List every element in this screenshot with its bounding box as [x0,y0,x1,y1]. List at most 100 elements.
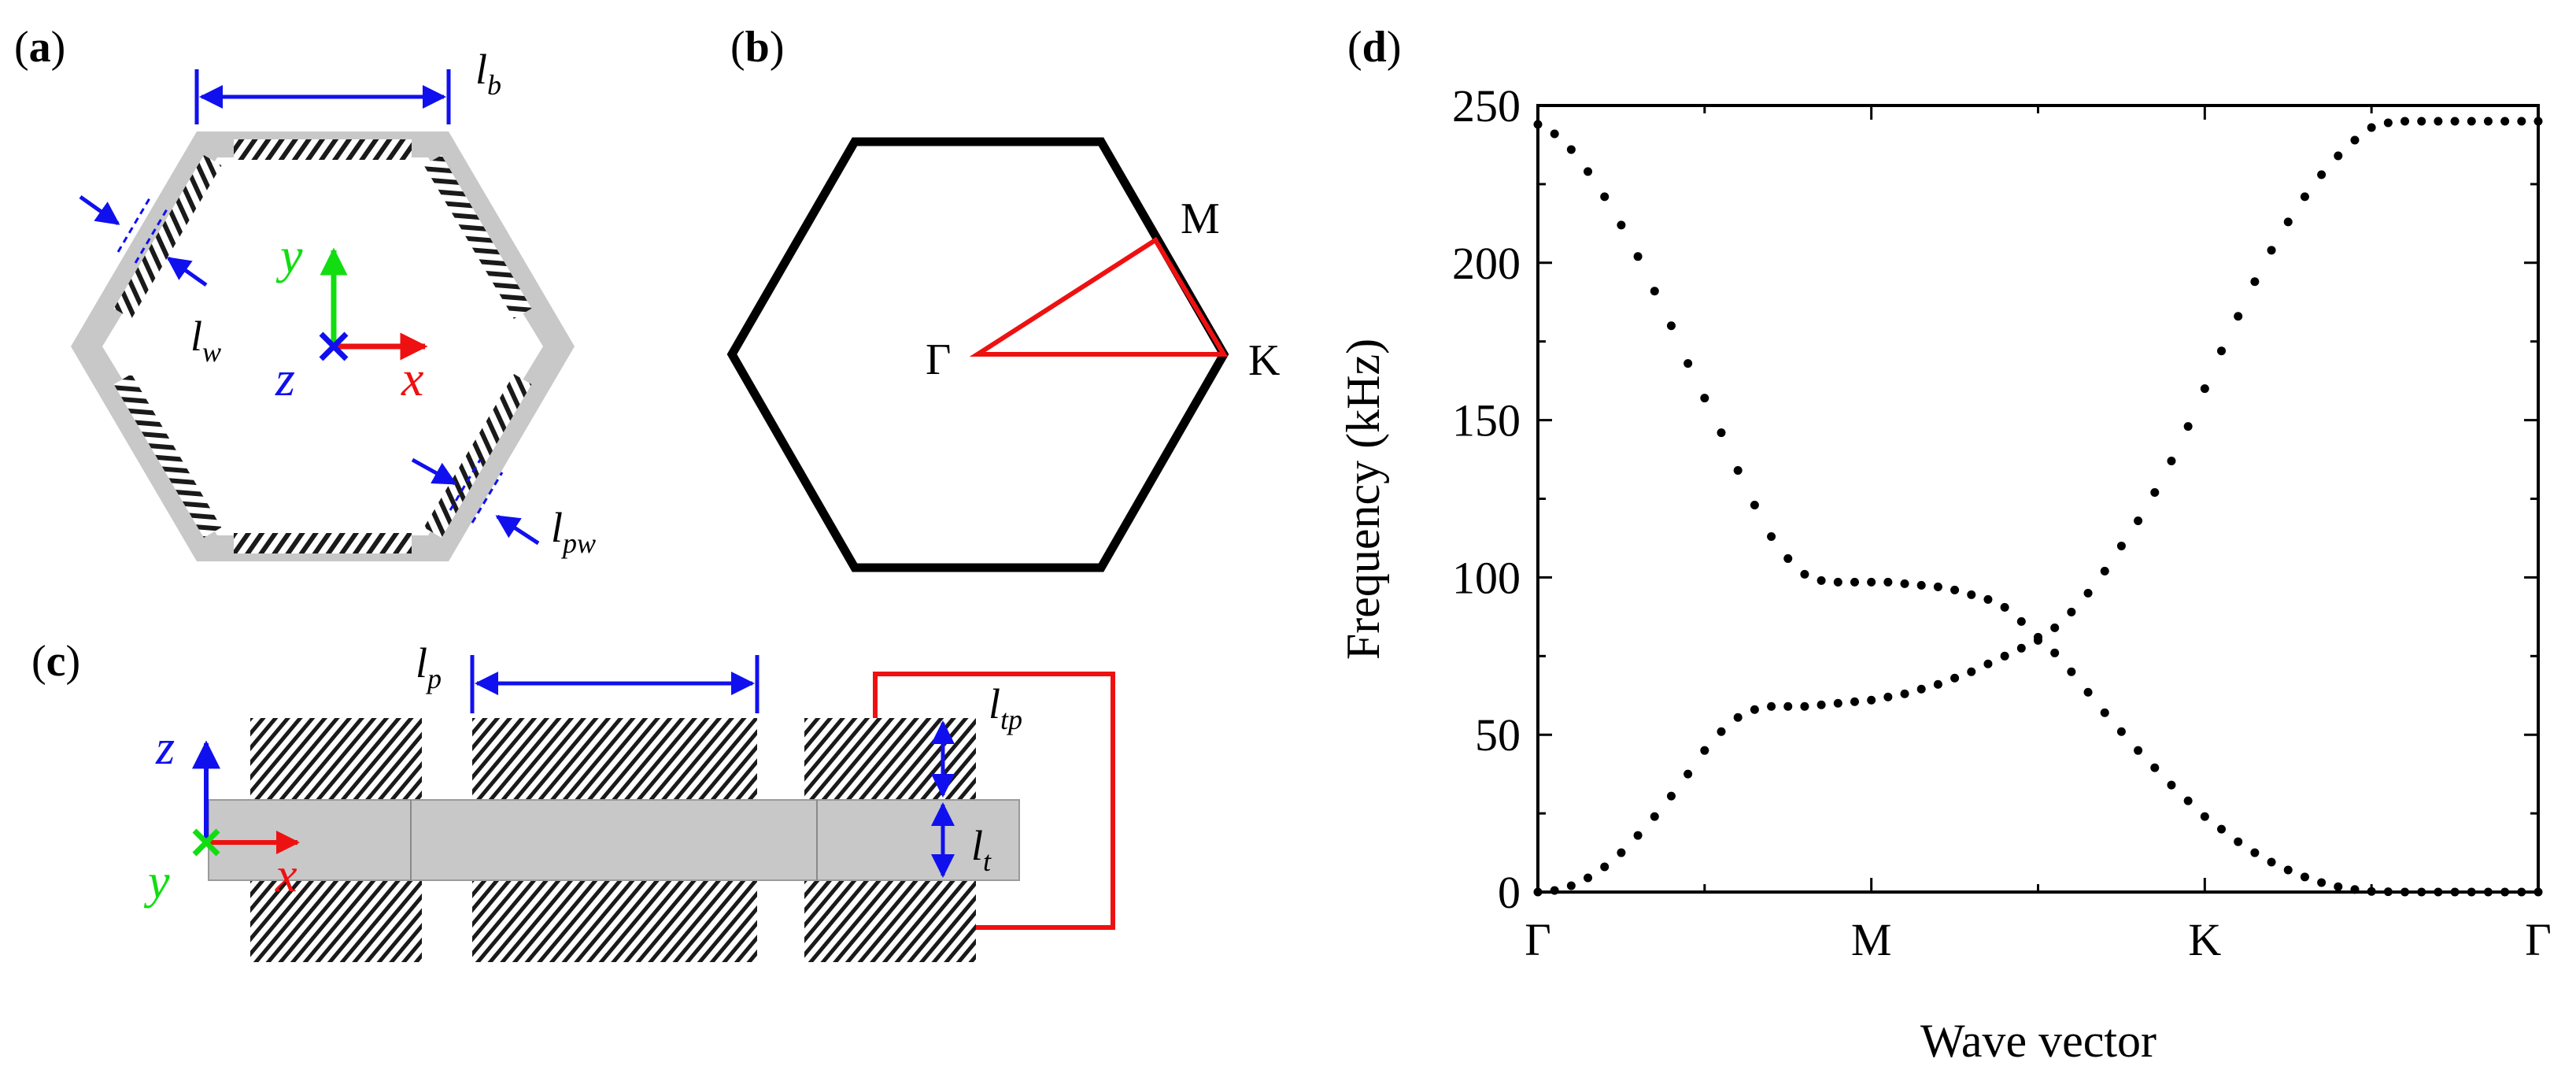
lpw-label: lpw [551,504,596,559]
branch-1-point [2134,516,2143,525]
chart-ylabel: Frequency (kHz) [1337,339,1389,660]
branch-2-point [2517,887,2526,897]
branch-1-point [2383,118,2393,128]
beam [208,799,1020,881]
branch-2-point [1983,594,1993,604]
branch-1-point [2050,623,2060,632]
branch-2-point [2200,812,2209,821]
branch-2-point [2067,667,2076,676]
branch-2-point [1967,590,1976,599]
branch-2-point [2150,763,2160,772]
branch-2-point [2417,887,2426,897]
branch-2-point [1717,428,1726,438]
branch-2-point [1916,580,1926,590]
branch-2-point [2050,648,2060,657]
branch-1-point [1967,667,1976,676]
branch-2-point [1817,576,1826,585]
point-m-label: M [1181,194,1220,243]
branch-2-point [1900,579,1909,588]
lw-arrow-right [166,256,208,287]
branch-1-point [1867,695,1876,705]
c-axis-y-label: y [143,855,170,909]
branch-2-point [2283,865,2293,875]
lb-label: lb [475,46,501,101]
branch-2-point [1550,129,1559,139]
piezo-patch-top [234,139,412,160]
branch-1-point [1983,659,1993,668]
lt-label: lt [971,822,992,877]
lpw-dash-2 [471,472,504,524]
branch-1-point [1617,848,1626,857]
branch-2-point [1800,569,1809,579]
x-tick-label: M [1851,914,1892,965]
branch-1-point [1733,713,1743,722]
lpw-arrow-left [411,457,457,486]
branch-2-point [2134,746,2143,755]
branch-1-point [1817,700,1826,709]
branch-1-point [1600,862,1610,872]
piezo-patch-lower-left [113,373,222,539]
branch-2-point [1584,167,1593,176]
lw-label: lw [190,313,221,368]
branch-2-point [1666,321,1676,331]
lpw-dash-1 [449,459,482,511]
branch-2-point [1767,531,1776,541]
panel-b: (b) Γ M K [726,23,1280,572]
branch-2-point [2367,887,2376,896]
branch-2-point [1783,553,1793,563]
branch-1-point [1933,679,1942,689]
branch-2-point [2450,887,2460,897]
branch-2-point [2300,872,2309,882]
branch-2-point [2483,887,2493,897]
y-tick-label: 200 [1452,238,1521,289]
branch-2-point [2234,837,2243,846]
branch-1-point [2100,566,2109,576]
branch-1-point [2150,488,2160,498]
branch-2-point [1617,220,1626,230]
a-axis-y-label: y [275,228,303,283]
y-tick-label: 0 [1498,867,1521,918]
branch-1-point [2200,384,2209,394]
lpw-arrow-right [495,514,540,546]
branch-1-point [1717,727,1726,736]
branch-2-point [2083,687,2093,697]
branch-2-point [1733,466,1743,476]
branch-2-point [2383,887,2393,897]
branch-2-point [2434,887,2443,897]
branch-1-point [2016,643,2026,653]
hexagon-frame [71,131,575,561]
branch-1-point [2067,607,2076,616]
branch-1-point [2517,117,2526,126]
lw-arrow-left [79,194,120,226]
branch-2-point [1700,394,1709,403]
branch-1-point [1550,886,1559,895]
panel-b-label: (b) [730,23,784,72]
branch-2-point [1533,120,1543,129]
ltp-label: ltp [989,680,1022,735]
branch-2-point [2167,780,2176,790]
y-tick-label: 100 [1452,552,1521,603]
branch-2-point [2350,885,2360,894]
branch-2-point [2334,882,2343,891]
branch-2-point [1883,577,1893,587]
branch-1-point [2483,117,2493,126]
shunt-circuit-wire [873,672,1115,930]
c-axis-y-cross [192,828,220,857]
branch-2-point [2267,857,2276,867]
branch-1-point [1566,881,1576,890]
branch-2-point [1950,585,1960,594]
branch-1-point [2217,346,2227,356]
branch-1-point [1833,698,1842,708]
branch-1-point [1800,702,1809,711]
branch-2-point [2116,727,2126,736]
branch-1-point [2183,422,2193,431]
branch-1-point [1533,887,1543,897]
a-axis-z-label: z [275,350,295,406]
branch-1-point [2450,117,2460,126]
branch-1-point [2334,151,2343,161]
a-axis-x-label: x [401,350,423,406]
branch-1-point [1683,769,1693,779]
piezo-patch-upper-left [113,154,222,320]
point-k-label: K [1248,336,1280,385]
